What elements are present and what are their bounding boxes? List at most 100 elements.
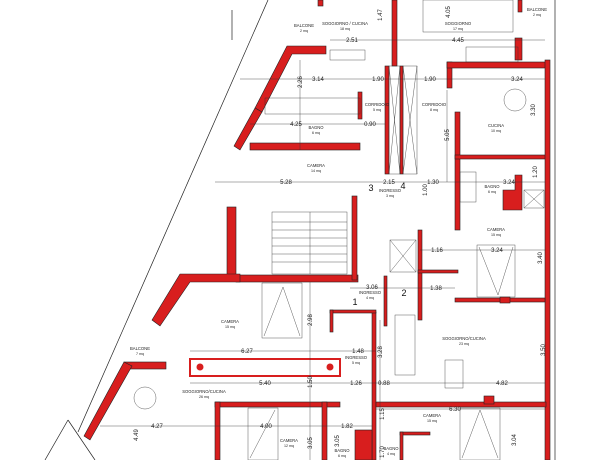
dimension-label: 0.90 (364, 122, 376, 128)
room-area: 10 mq (491, 129, 501, 133)
unit-number: 3 (368, 183, 373, 193)
dimension-label: 3.05 (308, 437, 314, 449)
unit-number: 4 (400, 181, 405, 191)
dimension-labels: 2.51 4.45 3.14 1.90 1.90 3.24 2.26 4.25 … (134, 6, 547, 458)
room-area: 3 mq (386, 194, 394, 198)
dimension-label: 4.82 (496, 381, 508, 387)
dimension-lines (100, 39, 545, 460)
dimension-label: 1.82 (341, 424, 353, 430)
room-name: SOGGIORNO (445, 21, 472, 26)
dimension-label: 4.45 (452, 38, 464, 44)
dimension-label: 1.26 (350, 381, 362, 387)
dimension-label: 1.15 (380, 408, 386, 420)
room-area: 6 mq (488, 190, 496, 194)
dimension-label: 3.50 (541, 344, 547, 356)
room-name: BALCONE (527, 7, 547, 12)
room-area: 2 mq (300, 29, 308, 33)
room-area: 17 mq (453, 27, 463, 31)
dimension-label: 1.20 (533, 166, 539, 178)
dimension-label: 1.48 (352, 349, 364, 355)
dimension-label: 3.28 (378, 346, 384, 358)
dimension-label: 1.47 (378, 9, 384, 21)
room-name: BALCONE (294, 23, 314, 28)
room-name: BAGNO (308, 125, 324, 130)
elevators-shafts (388, 65, 545, 273)
dimension-label: 4.25 (290, 122, 302, 128)
room-area: 5 mq (352, 361, 360, 365)
room-name: INGRESSO (379, 188, 402, 193)
dimension-label: 2.15 (383, 180, 395, 186)
room-name: BAGNO (484, 184, 500, 189)
dimension-label: 3.24 (491, 248, 503, 254)
dimension-label: 3.05 (335, 435, 341, 447)
room-area: 23 mq (459, 342, 469, 346)
stairs (271, 211, 348, 275)
room-area: 12 mq (284, 444, 294, 448)
dimension-label: 0.88 (378, 381, 390, 387)
room-area: 18 mq (340, 27, 350, 31)
room-area: 26 mq (199, 395, 209, 399)
room-name: CAMERA (307, 163, 325, 168)
dimension-label: 3.30 (531, 104, 537, 116)
dimension-label: 2.26 (298, 76, 304, 88)
dimension-label: 3.14 (312, 77, 324, 83)
outline-lines (44, 0, 556, 460)
dimension-label: 3.24 (503, 180, 515, 186)
room-name: SOGGIORNO/CUCINA (442, 336, 486, 341)
room-area: 5 mq (373, 108, 381, 112)
room-area: 15 mq (427, 419, 437, 423)
room-area: 8 mq (430, 108, 438, 112)
room-name: CORRIDOIO (422, 102, 447, 107)
dimension-label: 3.06 (366, 285, 378, 291)
dimension-label: 3.24 (511, 77, 523, 83)
room-name: CORRIDOIO (365, 102, 390, 107)
dimension-label: 5.40 (259, 381, 271, 387)
dimension-label: 4.05 (446, 6, 452, 18)
room-name: CAMERA (487, 227, 505, 232)
room-area: 4 mq (366, 296, 374, 300)
room-name: BAGNO (383, 446, 399, 451)
room-name: SOGGIORNO / CUCINA (322, 21, 368, 26)
dimension-label: 4.00 (260, 424, 272, 430)
room-name: BAGNO (334, 448, 350, 453)
unit-numbers: 1 2 3 4 (352, 181, 406, 307)
room-area: 15 mq (491, 233, 501, 237)
room-name: SOGGIORNO/CUCINA (182, 389, 226, 394)
dimension-label: 3.40 (538, 252, 544, 264)
room-labels: BALCONE 2 mq SOGGIORNO / CUCINA 18 mq SO… (130, 7, 547, 458)
dimension-label: 1.30 (427, 180, 439, 186)
room-area: 2 mq (533, 13, 541, 17)
dimension-label: 2.51 (346, 38, 358, 44)
room-area: 6 mq (312, 131, 320, 135)
room-name: INGRESSO (359, 290, 382, 295)
room-name: INGRESSO (345, 355, 368, 360)
dimension-label: 6.30 (449, 407, 461, 413)
dimension-label: 1.00 (423, 184, 429, 196)
room-name: CAMERA (221, 319, 239, 324)
dimension-label: 4.49 (134, 429, 140, 441)
dimension-label: 1.70 (380, 446, 386, 458)
room-area: 4 mq (387, 452, 395, 456)
dimension-label: 5.28 (280, 180, 292, 186)
dimension-label: 1.38 (430, 286, 442, 292)
room-name: CUCINA (488, 123, 504, 128)
walls (83, 0, 551, 460)
dimension-label: 1.16 (431, 248, 443, 254)
dimension-label: 2.98 (308, 314, 314, 326)
dimension-label: 6.27 (241, 349, 253, 355)
dimension-label: 5.05 (445, 129, 451, 141)
room-name: CAMERA (423, 413, 441, 418)
room-area: 6 mq (338, 454, 346, 458)
dimension-label: 4.27 (151, 424, 163, 430)
dimension-label: 1.90 (372, 77, 384, 83)
furniture (133, 0, 527, 460)
unit-number: 1 (352, 297, 357, 307)
unit-number: 2 (401, 288, 406, 298)
room-area: 15 mq (225, 325, 235, 329)
room-name: BALCONE (130, 346, 150, 351)
dimension-label: 3.04 (512, 434, 518, 446)
dimension-label: 1.50 (308, 376, 314, 388)
room-area: 7 mq (136, 352, 144, 356)
room-name: CAMERA (280, 438, 298, 443)
